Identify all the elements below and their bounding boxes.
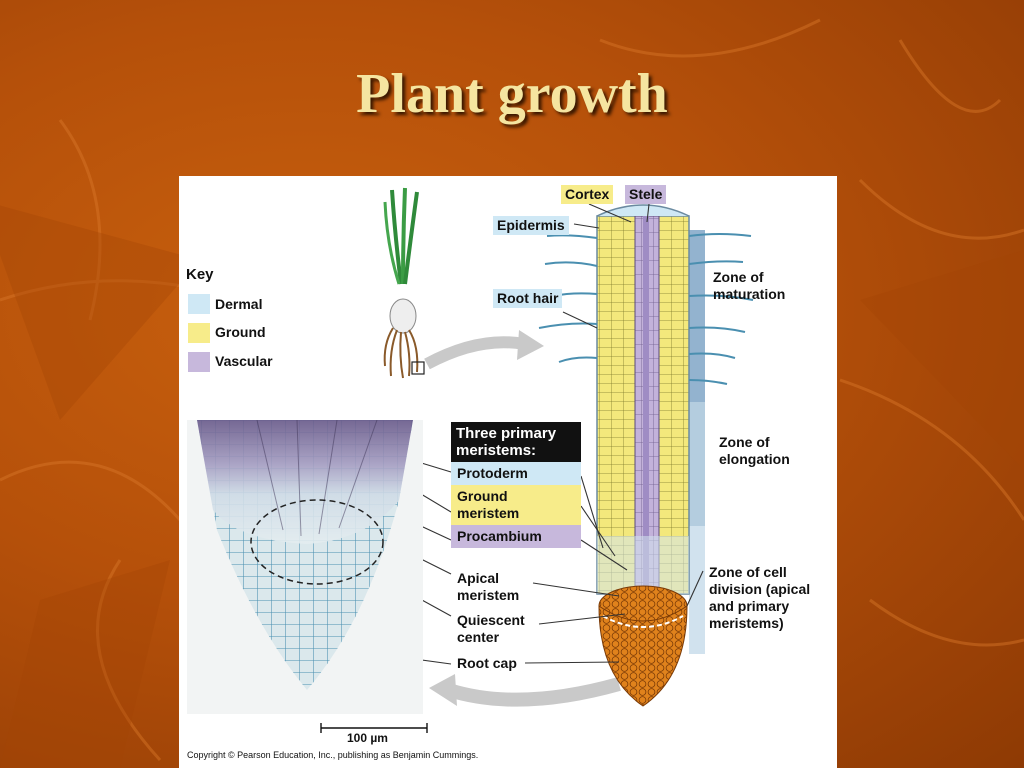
label-zone-maturation: Zone of maturation: [713, 269, 786, 302]
key-title: Key: [186, 266, 214, 283]
key-label-ground: Ground: [215, 324, 266, 340]
label-root-cap: Root cap: [457, 655, 517, 671]
root-longitudinal-section: [596, 204, 690, 707]
meristems-header: Three primary meristems:: [451, 422, 581, 462]
label-zone-cell-division: Zone of cell division (apical and primar…: [709, 564, 811, 631]
scale-bar-label: 100 µm: [347, 731, 388, 745]
root-diagram-graphics: [298, 187, 754, 707]
primary-meristems-box: Three primary meristems: Protoderm Groun…: [451, 422, 581, 548]
label-root-hair: Root hair: [493, 289, 563, 308]
key-swatch-ground: [188, 323, 210, 343]
label-cortex: Cortex: [561, 185, 614, 204]
label-apical-meristem: Apical meristem: [457, 570, 520, 603]
label-zone-elongation: Zone of elongation: [719, 434, 790, 467]
key-label-dermal: Dermal: [215, 296, 263, 312]
meristem-protoderm: Protoderm: [451, 462, 581, 485]
label-quiescent-center: Quiescent center: [457, 612, 525, 645]
root-tip-micrograph: [187, 420, 423, 714]
root-growth-figure: Key Dermal Ground Vascular: [179, 176, 837, 768]
label-stele: Stele: [625, 185, 667, 204]
scale-bar: [320, 723, 428, 733]
copyright-notice: Copyright © Pearson Education, Inc., pub…: [187, 750, 479, 760]
label-epidermis: Epidermis: [493, 216, 569, 235]
meristem-ground: Ground meristem: [451, 485, 581, 525]
key-swatch-dermal: [188, 294, 210, 314]
meristem-procambium: Procambium: [451, 525, 581, 548]
key-label-vascular: Vascular: [215, 353, 273, 369]
plant-illustration: [383, 187, 425, 379]
slide-title: Plant growth: [356, 63, 668, 125]
key-swatch-vascular: [188, 352, 210, 372]
